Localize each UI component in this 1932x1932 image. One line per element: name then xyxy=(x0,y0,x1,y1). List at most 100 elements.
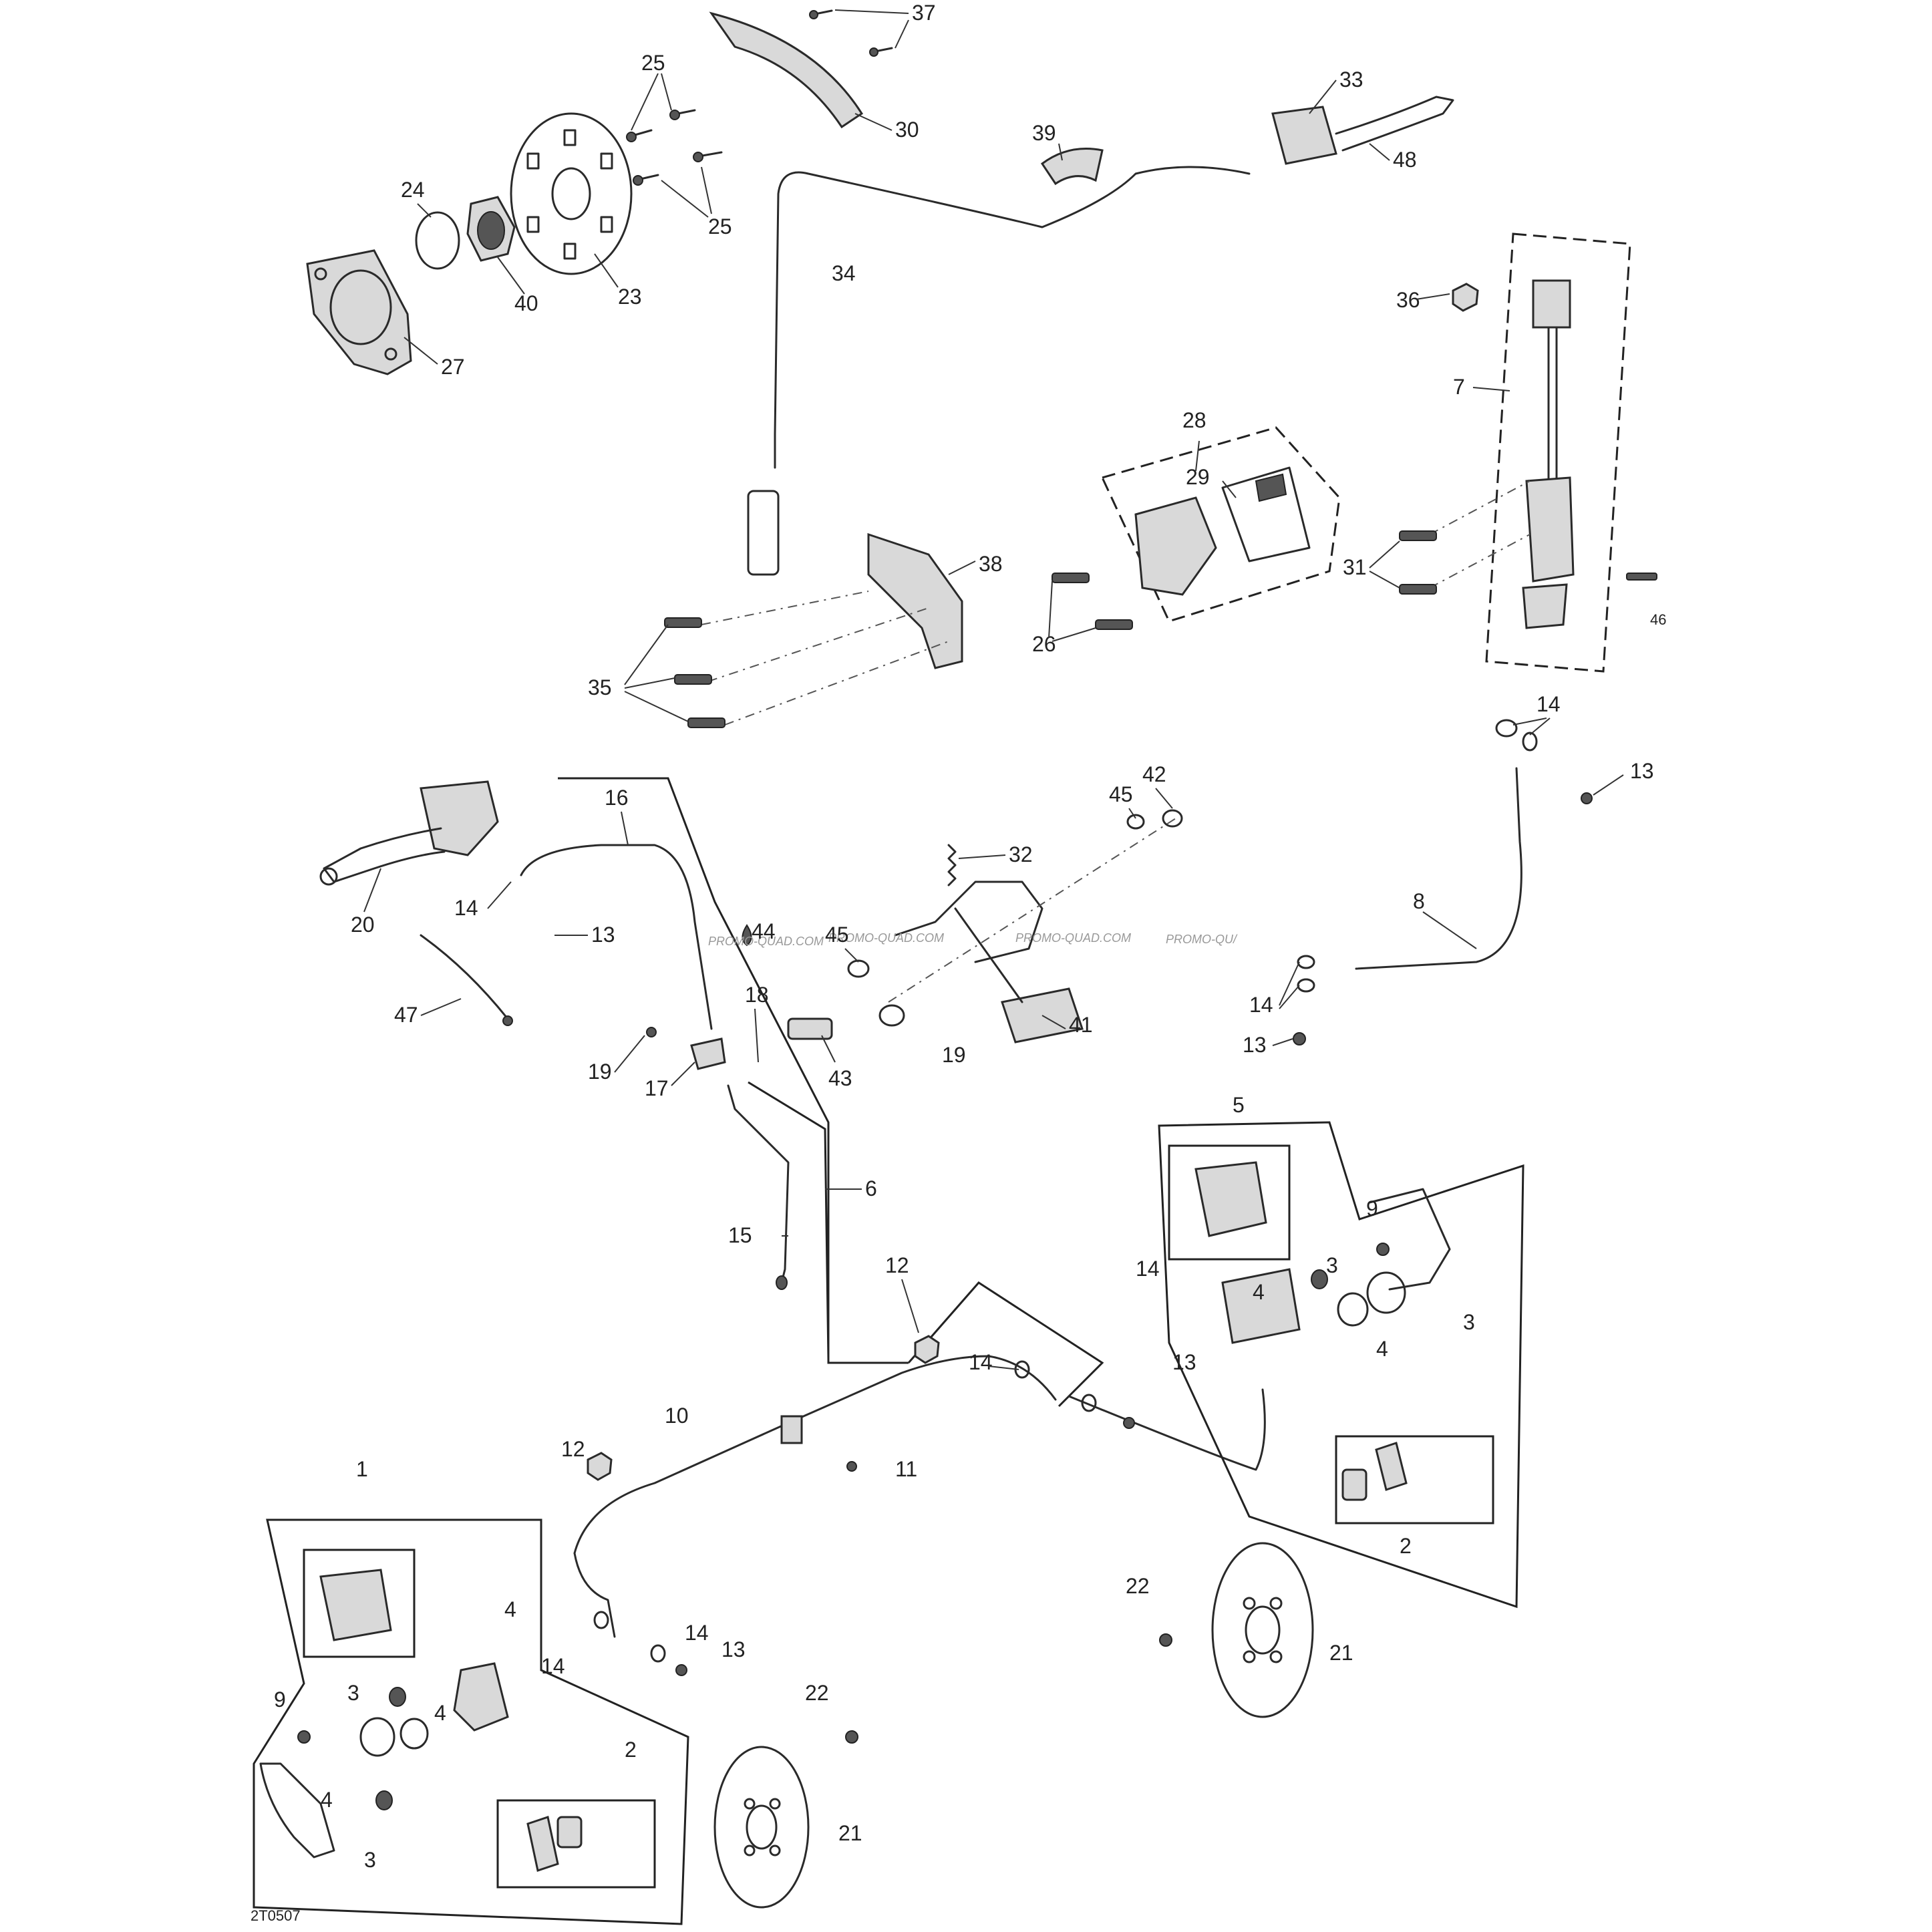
callout-35: 35 xyxy=(588,675,612,699)
watermark-1: PROMO-QUAD.COM xyxy=(708,935,824,948)
callout-11: 11 xyxy=(895,1457,917,1481)
callout-45-top: 45 xyxy=(1109,782,1133,806)
callout-13-top-right: 13 xyxy=(1630,759,1654,783)
bearing-part-40 xyxy=(466,196,516,262)
callout-7: 7 xyxy=(1453,375,1465,399)
front-caliper-group-part-1 xyxy=(253,1518,689,1925)
callout-4-left-top: 4 xyxy=(504,1597,516,1621)
diagram-code: 2T0507 xyxy=(251,1907,301,1924)
callout-6: 6 xyxy=(865,1176,877,1200)
bolts-part-37 xyxy=(809,9,893,57)
watermark-4: PROMO-QU/ xyxy=(1166,933,1238,946)
watermark-2: PROMO-QUAD.COM xyxy=(828,931,944,945)
callout-8: 8 xyxy=(1413,889,1425,913)
callout-30: 30 xyxy=(895,118,919,142)
callout-32: 32 xyxy=(1009,842,1033,866)
brake-disc-part-23 xyxy=(510,112,633,275)
brake-line-group-part-6 xyxy=(748,1081,1104,1408)
callout-23: 23 xyxy=(618,285,642,309)
callout-2-left: 2 xyxy=(625,1738,637,1762)
callout-25-top: 25 xyxy=(641,51,665,75)
callout-17: 17 xyxy=(645,1076,669,1100)
handlebar-master-cylinder-part-20 xyxy=(319,780,499,886)
brake-cable-part-34 xyxy=(747,166,1251,576)
callout-18: 18 xyxy=(745,983,769,1007)
callout-12-left: 12 xyxy=(561,1437,585,1461)
callout-15: 15 xyxy=(728,1223,752,1247)
callout-28: 28 xyxy=(1182,408,1206,432)
banjo-washers-part-14 xyxy=(593,1360,1135,1676)
spring-part-32 xyxy=(947,844,957,887)
callout-12-mid: 12 xyxy=(885,1253,909,1277)
callout-4-right-bottom: 4 xyxy=(1376,1337,1388,1361)
callout-13-right: 13 xyxy=(1243,1033,1267,1057)
callout-46: 46 xyxy=(1650,611,1666,628)
callout-4-left-bottom: 4 xyxy=(321,1788,333,1812)
bracket-part-38 xyxy=(867,532,963,669)
callout-9-right: 9 xyxy=(1366,1196,1378,1221)
callout-13-left-b: 13 xyxy=(721,1637,746,1661)
callout-29: 29 xyxy=(1186,465,1210,489)
callout-43: 43 xyxy=(828,1066,852,1090)
callout-14-left: 14 xyxy=(454,896,478,920)
callout-22-right: 22 xyxy=(1126,1574,1150,1598)
callout-3-left-top: 3 xyxy=(347,1681,359,1705)
grease-part-44 xyxy=(742,924,752,947)
callout-39: 39 xyxy=(1032,121,1056,145)
callout-5: 5 xyxy=(1233,1093,1245,1117)
nut-part-12 xyxy=(587,1335,940,1481)
brake-hose-part-8 xyxy=(1293,719,1593,1045)
callout-labels: 37 33 25 30 39 48 24 25 34 40 23 36 27 7… xyxy=(274,1,1666,1872)
callout-27: 27 xyxy=(441,355,465,379)
callout-14-left-b: 14 xyxy=(685,1621,709,1645)
hub-flange-part-27 xyxy=(306,249,412,375)
callout-37: 37 xyxy=(912,1,936,25)
callout-26: 26 xyxy=(1032,632,1056,656)
callout-21-right: 21 xyxy=(1329,1641,1353,1665)
rear-disc-part-21-right xyxy=(1211,1542,1314,1718)
callout-2-right: 2 xyxy=(1400,1534,1412,1558)
callout-14-mid-a: 14 xyxy=(1136,1257,1160,1281)
callout-44: 44 xyxy=(752,919,776,943)
callout-31: 31 xyxy=(1343,555,1367,579)
callout-4-right-top: 4 xyxy=(1253,1280,1265,1304)
callout-47: 47 xyxy=(394,1003,418,1027)
bolt-part-22-right xyxy=(1159,1633,1172,1647)
callout-20: 20 xyxy=(351,913,375,937)
nut-part-36 xyxy=(1452,283,1479,312)
callout-41: 41 xyxy=(1069,1013,1093,1037)
bolt-part-22-left xyxy=(845,1730,858,1744)
bolts-part-25 xyxy=(626,109,723,186)
pivot-bolt-part-43 xyxy=(787,809,1183,1040)
callout-10: 10 xyxy=(665,1404,689,1428)
callout-36: 36 xyxy=(1396,288,1420,312)
bleed-hose-part-47 xyxy=(420,934,513,1026)
callout-14-mid-b: 14 xyxy=(969,1350,993,1374)
callout-14-top-right: 14 xyxy=(1537,692,1561,716)
callout-25-bottom: 25 xyxy=(708,214,732,238)
callout-45-mid: 45 xyxy=(825,923,849,947)
hose-part-15 xyxy=(727,1084,790,1290)
rear-caliper-group-part-5 xyxy=(1158,1121,1524,1609)
brake-line-part-10 xyxy=(573,1355,1266,1638)
clamp-part-39 xyxy=(1040,148,1104,186)
brake-pedal-part-41 xyxy=(894,880,1084,1043)
callout-14-right: 14 xyxy=(1249,993,1273,1017)
callout-9-left: 9 xyxy=(274,1687,286,1712)
callout-16: 16 xyxy=(605,786,629,810)
callout-19-mid: 19 xyxy=(942,1043,966,1067)
bolt-part-9-right xyxy=(1376,1243,1390,1256)
callout-33: 33 xyxy=(1339,67,1363,92)
caliper-group-part-28 xyxy=(1100,426,1341,623)
bracket-part-17 xyxy=(646,1027,726,1070)
callout-40: 40 xyxy=(514,291,538,315)
callout-13-mid: 13 xyxy=(1172,1350,1196,1374)
bolts-part-35 xyxy=(664,591,949,728)
callout-3-right-top: 3 xyxy=(1326,1253,1338,1277)
leader-lines xyxy=(363,9,1624,1370)
callout-22-left: 22 xyxy=(805,1681,829,1705)
front-disc-part-21-left xyxy=(713,1746,810,1909)
callout-38: 38 xyxy=(979,552,1003,576)
master-cylinder-group-part-7 xyxy=(1485,232,1631,673)
